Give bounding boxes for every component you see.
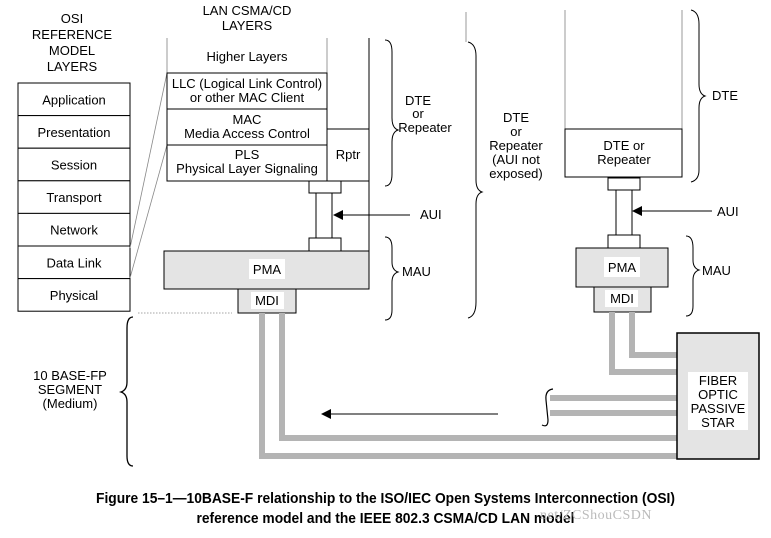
right-mdi-label: MDI — [610, 291, 634, 306]
osi-layer-physical: Physical — [50, 288, 99, 303]
star-label-bg — [688, 372, 748, 430]
pls-label: PLS — [235, 147, 260, 162]
right-dte-box — [564, 128, 683, 178]
osi-layer-data-link: Data Link — [47, 255, 102, 270]
segment-label: (Medium) — [43, 396, 98, 411]
left-aui-cable — [308, 180, 342, 252]
right-pma-label-bg — [604, 257, 640, 277]
osi-title: OSI REFERENCE MODEL LAYERS — [32, 11, 113, 74]
left-mau-label: MAU — [402, 264, 431, 279]
cable-break-icon — [541, 388, 554, 427]
fiber-right-inner — [629, 312, 678, 358]
osi-layer-presentation: Presentation — [38, 125, 111, 140]
left-pma-label-bg — [249, 259, 285, 279]
rptr-label: Rptr — [336, 147, 361, 162]
osi-layer-session: Session — [51, 158, 97, 173]
middle-label: DTE — [503, 110, 529, 125]
osi-layer-box — [17, 82, 131, 117]
star-label: PASSIVE — [691, 401, 746, 416]
llc-label: LLC (Logical Link Control) — [172, 76, 322, 91]
figure-caption-line-1: Figure 15–1—10BASE-F relationship to the… — [96, 490, 675, 507]
dte-or-repeater-brace — [384, 39, 400, 187]
osi-layer-network: Network — [50, 223, 98, 238]
pls-label: Physical Layer Signaling — [176, 161, 318, 176]
right-aui-label: AUI — [717, 204, 739, 219]
lan-title-line: LAYERS — [222, 18, 273, 33]
watermark: net/ZCShouCSDN — [540, 508, 653, 523]
middle-label: Repeater — [489, 138, 543, 153]
dte-or-repeater-label: DTE — [405, 93, 431, 108]
osi-layer-box — [17, 115, 131, 149]
fiber-left-outer — [259, 313, 678, 459]
right-mdi-label-bg — [605, 290, 638, 307]
zoom-line-bottom — [129, 144, 168, 279]
osi-layer-stack: ApplicationPresentationSessionTransportN… — [17, 82, 131, 312]
segment-brace — [118, 316, 134, 467]
left-aui-label: AUI — [420, 207, 442, 222]
mac-label: Media Access Control — [184, 126, 310, 141]
right-pma-label: PMA — [608, 260, 637, 275]
star-label: OPTIC — [698, 387, 738, 402]
left-pma-label: PMA — [253, 262, 282, 277]
zoom-line-top — [129, 72, 168, 249]
osi-layer-box — [17, 180, 131, 214]
fiber-left-inner — [279, 313, 678, 441]
pls-box — [166, 144, 328, 182]
left-mdi-label-bg — [251, 292, 284, 309]
middle-label: (AUI not — [492, 152, 540, 167]
dte-or-repeater-label: Repeater — [398, 120, 452, 135]
middle-label: exposed) — [489, 166, 542, 181]
dte-or-repeater-label: or — [412, 106, 424, 121]
fiber-cables — [259, 312, 678, 459]
figure-caption-line-2: reference model and the IEEE 802.3 CSMA/… — [196, 510, 575, 527]
middle-brace — [467, 41, 484, 319]
osi-title-line: MODEL — [49, 43, 95, 58]
osi-layer-application: Application — [42, 92, 106, 107]
lan-title-line: LAN CSMA/CD — [203, 3, 292, 18]
left-mau-brace — [384, 236, 400, 321]
right-dte-brace — [690, 9, 707, 183]
left-mdi-label: MDI — [255, 293, 279, 308]
star-label: STAR — [701, 415, 735, 430]
right-mau-label: MAU — [702, 263, 731, 278]
right-aui-cable — [607, 177, 641, 249]
star-label: FIBER — [699, 373, 737, 388]
osi-title-line: REFERENCE — [32, 27, 113, 42]
osi-layer-transport: Transport — [46, 190, 102, 205]
right-dte-box-label: Repeater — [597, 152, 651, 167]
osi-layer-box — [17, 245, 131, 280]
osi-title-line: OSI — [61, 11, 83, 26]
osi-layer-box — [17, 147, 131, 182]
right-dte-label: DTE — [712, 88, 738, 103]
right-dte-box-label: DTE or — [603, 138, 645, 153]
llc-box — [166, 72, 328, 110]
segment-label: SEGMENT — [38, 382, 102, 397]
osi-title-line: LAYERS — [47, 59, 98, 74]
mac-box — [166, 108, 328, 146]
mac-label: MAC — [233, 112, 262, 127]
fiber-right-outer — [609, 312, 678, 375]
osi-layer-box — [17, 278, 131, 312]
higher-layers-label: Higher Layers — [207, 49, 288, 64]
right-mau-brace — [685, 235, 701, 317]
middle-label: or — [510, 124, 522, 139]
segment-label: 10 BASE-FP — [33, 368, 107, 383]
llc-label: or other MAC Client — [190, 90, 305, 105]
